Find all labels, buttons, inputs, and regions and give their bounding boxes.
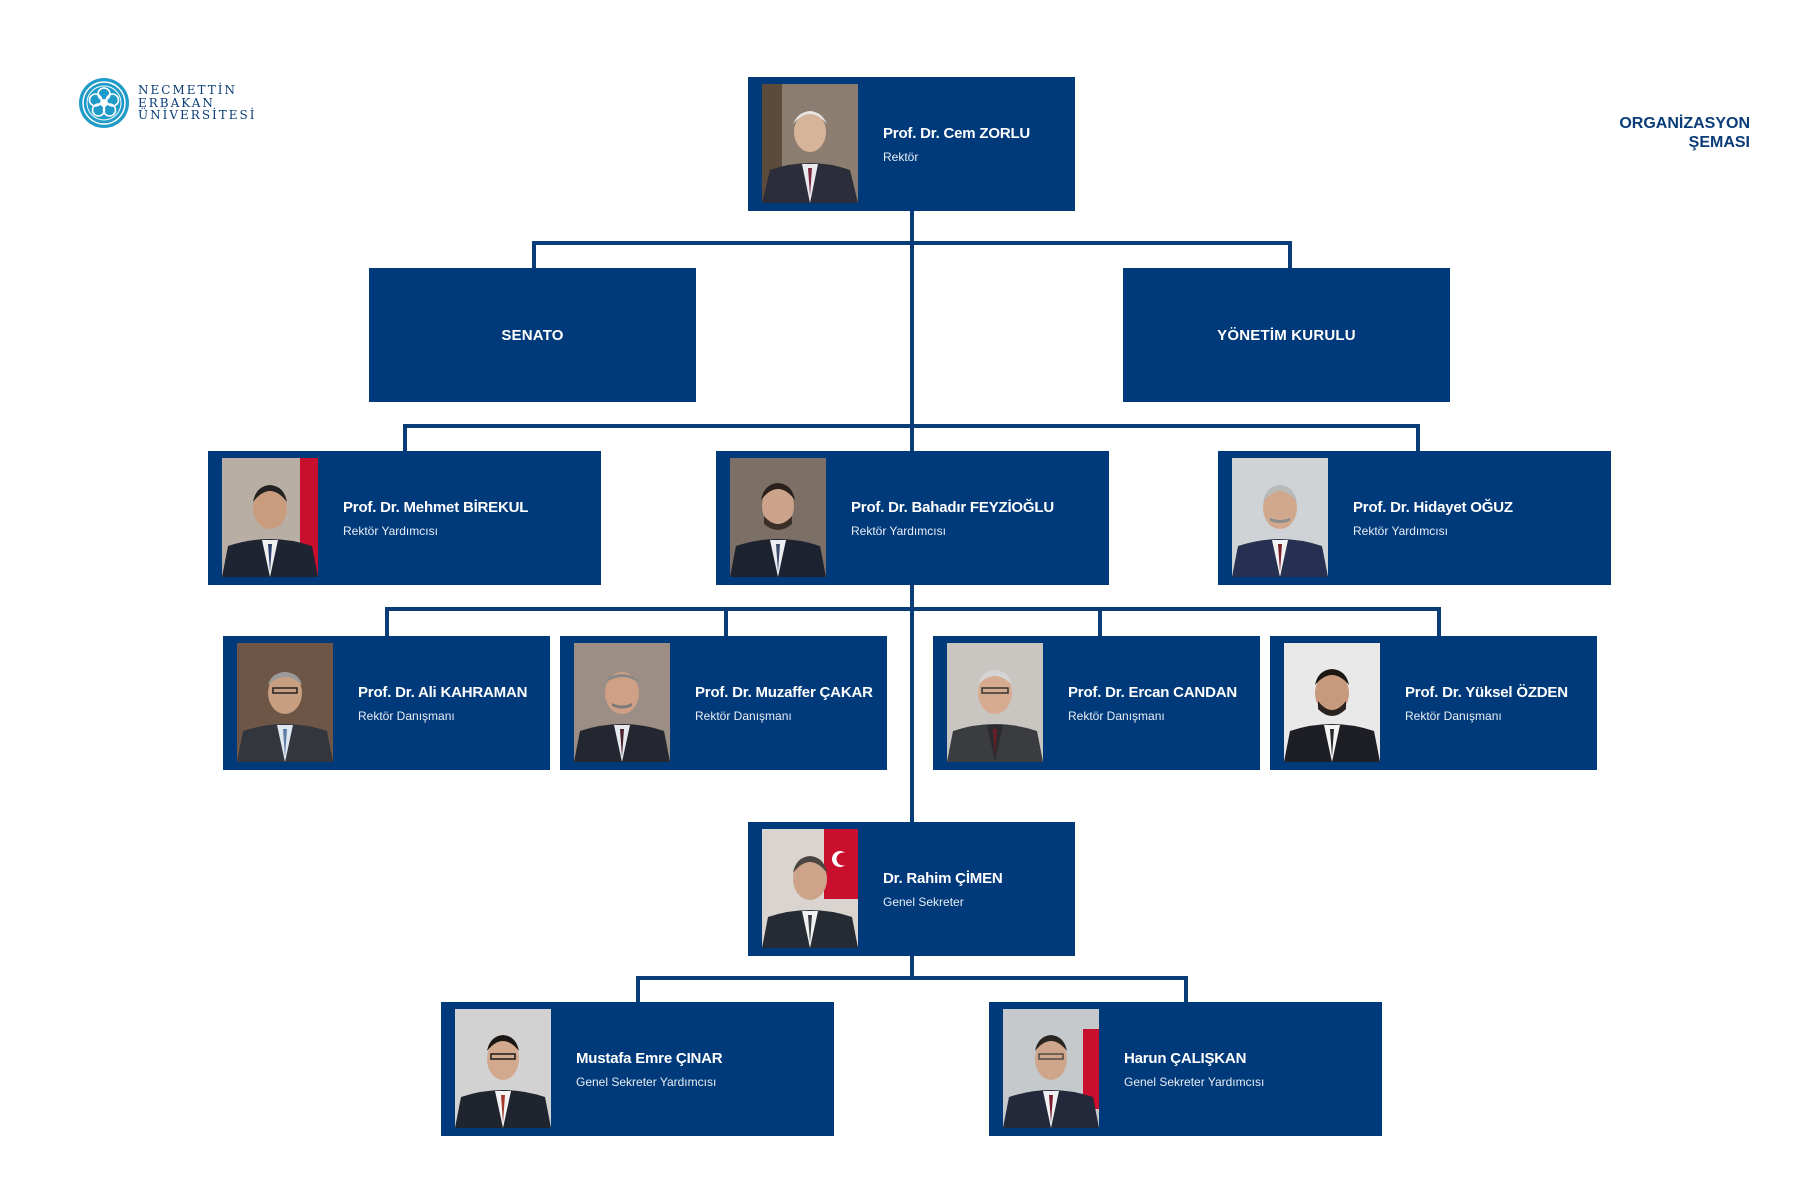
vice-rector-card: Prof. Dr. Bahadır FEYZİOĞLU Rektör Yardı… bbox=[716, 451, 1109, 585]
vice-rector-name: Prof. Dr. Mehmet BİREKUL bbox=[343, 499, 529, 516]
vice-rector-name: Prof. Dr. Hidayet OĞUZ bbox=[1353, 499, 1513, 516]
document-title-line-2: ŞEMASI bbox=[1688, 134, 1750, 151]
deputy-secretary-card: Harun ÇALIŞKAN Genel Sekreter Yardımcısı bbox=[989, 1002, 1382, 1136]
person-portrait-icon bbox=[1232, 458, 1328, 577]
vice-rector-role: Rektör Yardımcısı bbox=[343, 524, 438, 538]
vice-rector-name: Prof. Dr. Bahadır FEYZİOĞLU bbox=[851, 499, 1054, 516]
deputy-secretary-role: Genel Sekreter Yardımcısı bbox=[1124, 1075, 1265, 1089]
advisor-name: Prof. Dr. Muzaffer ÇAKAR bbox=[695, 684, 873, 701]
vice-rector-photo bbox=[1232, 458, 1328, 577]
executive-board-card: YÖNETİM KURULU bbox=[1123, 268, 1450, 402]
deputy-secretary-photo bbox=[1003, 1009, 1099, 1128]
secretary-general-name: Dr. Rahim ÇİMEN bbox=[883, 870, 1003, 887]
person-portrait-icon bbox=[455, 1009, 551, 1128]
advisor-photo bbox=[574, 643, 670, 762]
person-portrait-icon bbox=[237, 643, 333, 762]
advisor-card: Prof. Dr. Ali KAHRAMAN Rektör Danışmanı bbox=[223, 636, 550, 770]
secretary-general-card: Dr. Rahim ÇİMEN Genel Sekreter bbox=[748, 822, 1075, 956]
advisor-name: Prof. Dr. Ercan CANDAN bbox=[1068, 684, 1237, 701]
rector-name: Prof. Dr. Cem ZORLU bbox=[883, 125, 1031, 142]
deputy-secretary-name: Harun ÇALIŞKAN bbox=[1124, 1050, 1247, 1067]
person-portrait-icon bbox=[222, 458, 318, 577]
advisor-photo bbox=[1284, 643, 1380, 762]
person-portrait-icon bbox=[574, 643, 670, 762]
document-title-line-1: ORGANİZASYON bbox=[1619, 115, 1750, 132]
rector-photo bbox=[762, 84, 858, 203]
executive-board-label: YÖNETİM KURULU bbox=[1217, 326, 1356, 344]
advisor-card: Prof. Dr. Yüksel ÖZDEN Rektör Danışmanı bbox=[1270, 636, 1597, 770]
vice-rector-card: Prof. Dr. Mehmet BİREKUL Rektör Yardımcı… bbox=[208, 451, 601, 585]
university-logo: NECMETTİN ERBAKAN ÜNİVERSİTESİ bbox=[78, 77, 257, 129]
advisor-card: Prof. Dr. Muzaffer ÇAKAR Rektör Danışman… bbox=[560, 636, 887, 770]
logo-line-2: ERBAKAN bbox=[138, 95, 215, 110]
advisor-role: Rektör Danışmanı bbox=[358, 709, 455, 723]
deputy-secretary-name: Mustafa Emre ÇINAR bbox=[576, 1050, 723, 1067]
document-title: ORGANİZASYON ŞEMASI bbox=[1619, 114, 1750, 152]
vice-rector-role: Rektör Yardımcısı bbox=[851, 524, 946, 538]
senate-card: SENATO bbox=[369, 268, 696, 402]
deputy-secretary-role: Genel Sekreter Yardımcısı bbox=[576, 1075, 717, 1089]
person-portrait-icon bbox=[730, 458, 826, 577]
secretary-general-photo bbox=[762, 829, 858, 948]
vice-rector-photo bbox=[222, 458, 318, 577]
person-portrait-icon bbox=[1003, 1009, 1099, 1128]
person-portrait-icon bbox=[762, 829, 858, 948]
deputy-secretary-card: Mustafa Emre ÇINAR Genel Sekreter Yardım… bbox=[441, 1002, 834, 1136]
advisor-name: Prof. Dr. Ali KAHRAMAN bbox=[358, 684, 528, 701]
advisor-photo bbox=[947, 643, 1043, 762]
advisor-card: Prof. Dr. Ercan CANDAN Rektör Danışmanı bbox=[933, 636, 1260, 770]
person-portrait-icon bbox=[947, 643, 1043, 762]
rector-role: Rektör bbox=[883, 150, 919, 164]
senate-label: SENATO bbox=[501, 326, 564, 344]
deputy-secretary-photo bbox=[455, 1009, 551, 1128]
secretary-general-role: Genel Sekreter bbox=[883, 895, 964, 909]
advisor-role: Rektör Danışmanı bbox=[1068, 709, 1165, 723]
university-emblem-icon bbox=[79, 78, 129, 128]
person-portrait-icon bbox=[1284, 643, 1380, 762]
vice-rector-photo bbox=[730, 458, 826, 577]
logo-line-3: ÜNİVERSİTESİ bbox=[138, 108, 257, 123]
advisor-role: Rektör Danışmanı bbox=[695, 709, 792, 723]
vice-rector-card: Prof. Dr. Hidayet OĞUZ Rektör Yardımcısı bbox=[1218, 451, 1611, 585]
advisor-role: Rektör Danışmanı bbox=[1405, 709, 1502, 723]
rector-card: Prof. Dr. Cem ZORLU Rektör bbox=[748, 77, 1075, 211]
vice-rector-role: Rektör Yardımcısı bbox=[1353, 524, 1448, 538]
logo-line-1: NECMETTİN bbox=[138, 83, 237, 98]
advisor-photo bbox=[237, 643, 333, 762]
person-portrait-icon bbox=[762, 84, 858, 203]
advisor-name: Prof. Dr. Yüksel ÖZDEN bbox=[1405, 684, 1568, 701]
